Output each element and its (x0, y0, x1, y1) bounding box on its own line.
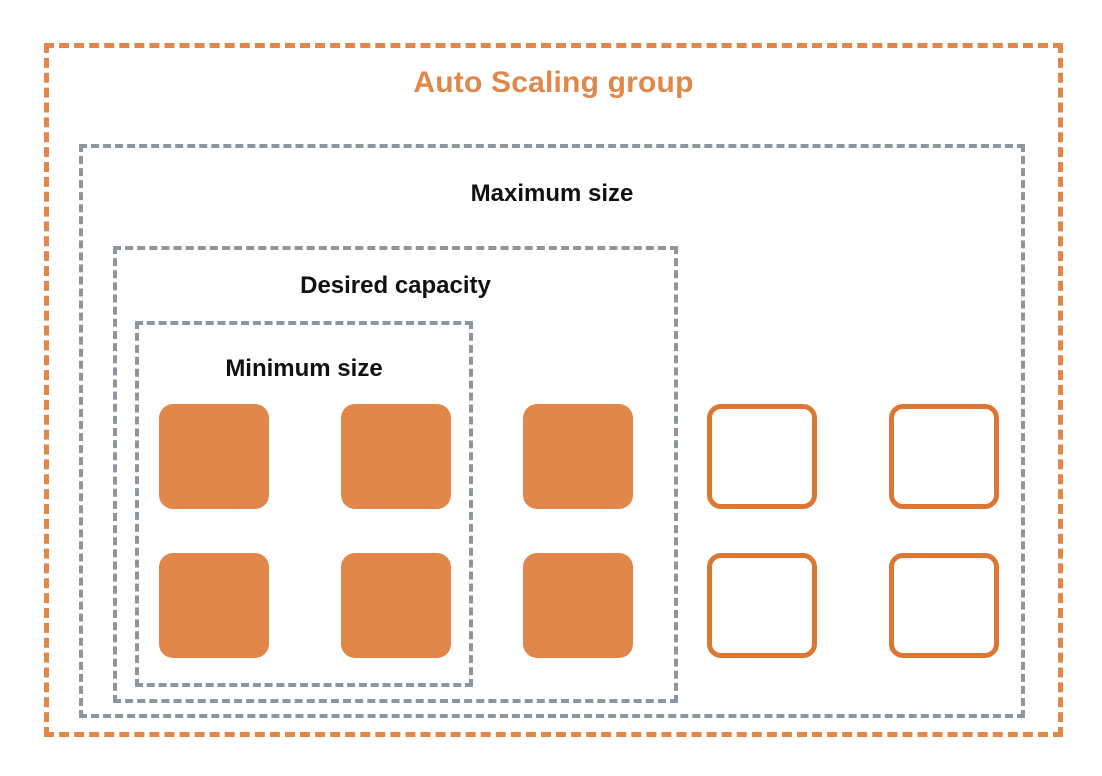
instance-potential-r1c5 (889, 404, 999, 509)
maximum-size-boundary (79, 144, 1025, 718)
auto-scaling-group-label: Auto Scaling group (413, 66, 694, 99)
instance-running-r1c1 (159, 404, 269, 509)
instance-running-r2c3 (523, 553, 633, 658)
minimum-size-label: Minimum size (225, 355, 383, 382)
maximum-size-label: Maximum size (470, 180, 634, 207)
instance-potential-r2c4 (707, 553, 817, 658)
instance-running-r2c2 (341, 553, 451, 658)
minimum-size-boundary (135, 321, 473, 687)
desired-capacity-label: Desired capacity (300, 272, 491, 299)
instance-potential-r2c5 (889, 553, 999, 658)
instance-potential-r1c4 (707, 404, 817, 509)
desired-capacity-boundary (113, 246, 678, 703)
instance-running-r1c2 (341, 404, 451, 509)
instance-running-r1c3 (523, 404, 633, 509)
instance-running-r2c1 (159, 553, 269, 658)
auto-scaling-group-boundary (44, 43, 1063, 737)
